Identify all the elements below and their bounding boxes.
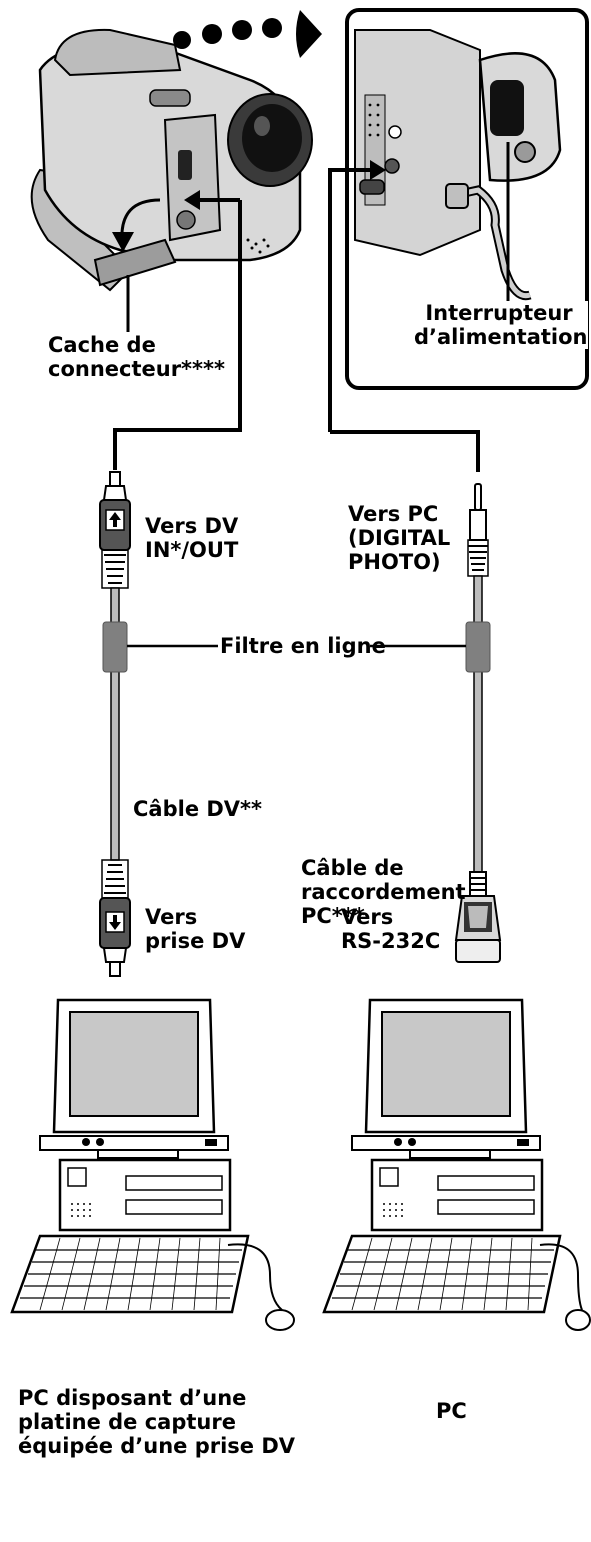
dv-plug-top-icon xyxy=(100,472,130,588)
to-dv-jack-label: Vers prise DV xyxy=(145,905,245,953)
dotted-arrow-icon xyxy=(173,10,322,58)
to-dv-inout-label: Vers DV IN*/OUT xyxy=(145,514,238,562)
dv-cable xyxy=(100,472,130,976)
pc-left-caption: PC disposant d’une platine de capture éq… xyxy=(18,1386,295,1458)
pc-right-caption: PC xyxy=(436,1399,467,1423)
inline-filter-left xyxy=(103,622,127,672)
connector-cover-label: Cache de connecteur**** xyxy=(48,333,225,381)
minijack-plug-icon xyxy=(468,484,488,576)
to-pc-digital-photo-label: Vers PC (DIGITAL PHOTO) xyxy=(348,502,450,574)
dv-plug-bottom-icon xyxy=(100,860,130,976)
pc-right-icon xyxy=(324,1000,590,1330)
power-switch-label: Interrupteur d’alimentation xyxy=(410,301,588,349)
inline-filter-label: Filtre en ligne xyxy=(220,634,386,658)
to-rs232c-label: Vers RS-232C xyxy=(341,905,440,953)
inline-filter-right xyxy=(466,622,490,672)
pc-left-icon xyxy=(12,1000,294,1330)
dv-cable-label: Câble DV** xyxy=(133,797,262,821)
camcorder-icon xyxy=(32,30,312,290)
